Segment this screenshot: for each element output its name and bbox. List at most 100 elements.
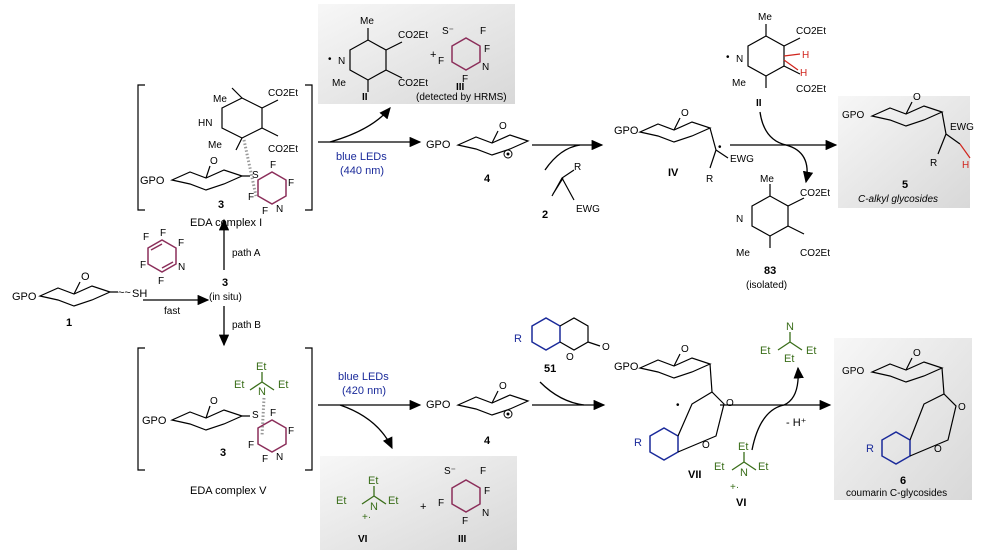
svg-text:Et: Et — [256, 361, 266, 373]
box-product-6 — [834, 338, 972, 500]
svg-text:CO2Et: CO2Et — [796, 84, 826, 95]
svg-text:GPO: GPO — [842, 366, 864, 377]
svg-text:O: O — [726, 398, 734, 409]
svg-text:CO2Et: CO2Et — [398, 30, 428, 41]
svg-text:(420 nm): (420 nm) — [342, 385, 386, 397]
svg-text:+·: +· — [362, 512, 371, 523]
svg-text:•: • — [726, 52, 730, 63]
svg-text:CO2Et: CO2Et — [268, 88, 298, 99]
svg-text:2: 2 — [542, 209, 548, 221]
svg-text:H: H — [962, 160, 969, 171]
svg-text:blue LEDs: blue LEDs — [336, 151, 387, 163]
svg-text:EWG: EWG — [730, 154, 754, 165]
svg-text:Me: Me — [732, 78, 746, 89]
svg-text:F: F — [270, 160, 276, 171]
alkene-2: R EWG 2 — [542, 162, 600, 221]
svg-text:4: 4 — [484, 435, 491, 447]
svg-text:3: 3 — [220, 447, 226, 459]
svg-text:path B: path B — [232, 320, 261, 331]
svg-text:GPO: GPO — [426, 399, 451, 411]
svg-text:R: R — [706, 174, 713, 185]
svg-text:EWG: EWG — [950, 122, 974, 133]
pyridine-83: Me CO2Et CO2Et N Me 83 (isolated) — [736, 174, 830, 291]
svg-text:Et: Et — [738, 441, 748, 453]
byproducts-top: Me CO2Et CO2Et • N Me II + S⁻ F F N F F … — [328, 16, 507, 103]
svg-text:Et: Et — [278, 379, 288, 391]
svg-text:GPO: GPO — [614, 361, 639, 373]
box-byproducts-top — [318, 4, 515, 104]
svg-text:5: 5 — [902, 179, 908, 191]
svg-text:83: 83 — [764, 265, 776, 277]
svg-text:SH: SH — [132, 288, 147, 300]
svg-text:H: H — [802, 50, 809, 61]
bracket-eda5-left — [137, 347, 145, 471]
svg-text:~~: ~~ — [118, 287, 131, 299]
coumarin-51: O O R 51 — [514, 317, 610, 375]
svg-text:O: O — [681, 344, 689, 355]
svg-text:III: III — [456, 82, 465, 93]
svg-text:VII: VII — [688, 469, 701, 481]
svg-text:3: 3 — [222, 277, 228, 289]
svg-text:IV: IV — [668, 167, 679, 179]
radical-4-top: GPO O 4 — [426, 121, 530, 185]
bracket-eda1-right — [305, 84, 313, 211]
pentafluoropyridine: F F F N F F — [140, 228, 185, 287]
svg-text:R: R — [866, 443, 874, 455]
svg-text:H: H — [800, 68, 807, 79]
bracket-eda1-left — [137, 84, 145, 211]
svg-text:HN: HN — [198, 118, 212, 129]
svg-text:O: O — [81, 271, 90, 283]
svg-text:S⁻: S⁻ — [444, 466, 456, 477]
svg-text:+·: +· — [730, 482, 739, 493]
svg-text:S⁻: S⁻ — [442, 26, 454, 37]
svg-text:R: R — [930, 158, 937, 169]
svg-text:S: S — [252, 170, 259, 181]
svg-text:O: O — [958, 402, 966, 413]
box-product-5 — [838, 96, 970, 208]
svg-text:N: N — [258, 386, 266, 398]
svg-text:F: F — [484, 486, 490, 497]
svg-text:Et: Et — [806, 345, 816, 357]
svg-text:•: • — [676, 400, 680, 411]
svg-text:F: F — [480, 466, 486, 477]
svg-text:GPO: GPO — [142, 415, 167, 427]
svg-text:- H⁺: - H⁺ — [786, 417, 807, 429]
radical-4-bottom: GPO O 4 — [426, 381, 530, 447]
svg-text:3: 3 — [218, 199, 224, 211]
svg-text:F: F — [160, 228, 166, 239]
product-6: GPO O O O R 6 coumarin C-glycosides — [842, 348, 966, 499]
svg-text:F: F — [262, 206, 268, 217]
svg-text:N: N — [736, 54, 743, 65]
svg-text:F: F — [248, 192, 254, 203]
svg-text:CO2Et: CO2Et — [800, 188, 830, 199]
svg-text:N: N — [786, 321, 794, 333]
svg-text:51: 51 — [544, 363, 556, 375]
svg-text:•: • — [718, 142, 722, 153]
svg-text:GPO: GPO — [426, 139, 451, 151]
byproducts-bottom: Et Et N Et +· VI + S⁻ F F N F F III — [336, 466, 490, 545]
svg-text:VI: VI — [358, 534, 368, 545]
svg-text:N: N — [276, 204, 283, 215]
svg-text:F: F — [143, 232, 149, 243]
svg-text:CO2Et: CO2Et — [268, 144, 298, 155]
svg-text:II: II — [756, 98, 762, 109]
svg-text:path A: path A — [232, 248, 261, 259]
svg-text:Me: Me — [213, 94, 227, 105]
hantzsch-II: H H Me CO2Et CO2Et • N Me II — [726, 12, 826, 109]
eda-complex-1: HN Me CO2Et CO2Et Me GPO O S F F N F F 3 — [140, 87, 298, 217]
svg-text:GPO: GPO — [12, 291, 37, 303]
svg-text:O: O — [499, 381, 507, 392]
svg-text:4: 4 — [484, 173, 491, 185]
svg-text:blue LEDs: blue LEDs — [338, 371, 389, 383]
svg-text:N: N — [740, 467, 748, 479]
svg-text:III: III — [458, 534, 467, 545]
svg-text:Et: Et — [784, 353, 794, 365]
svg-text:Et: Et — [388, 495, 398, 507]
svg-text:(detected by HRMS): (detected by HRMS) — [416, 92, 507, 103]
svg-text:F: F — [288, 426, 294, 437]
svg-text:F: F — [178, 238, 184, 249]
svg-text:+: + — [420, 501, 426, 513]
svg-text:CO2Et: CO2Et — [796, 26, 826, 37]
svg-text:O: O — [913, 348, 921, 359]
